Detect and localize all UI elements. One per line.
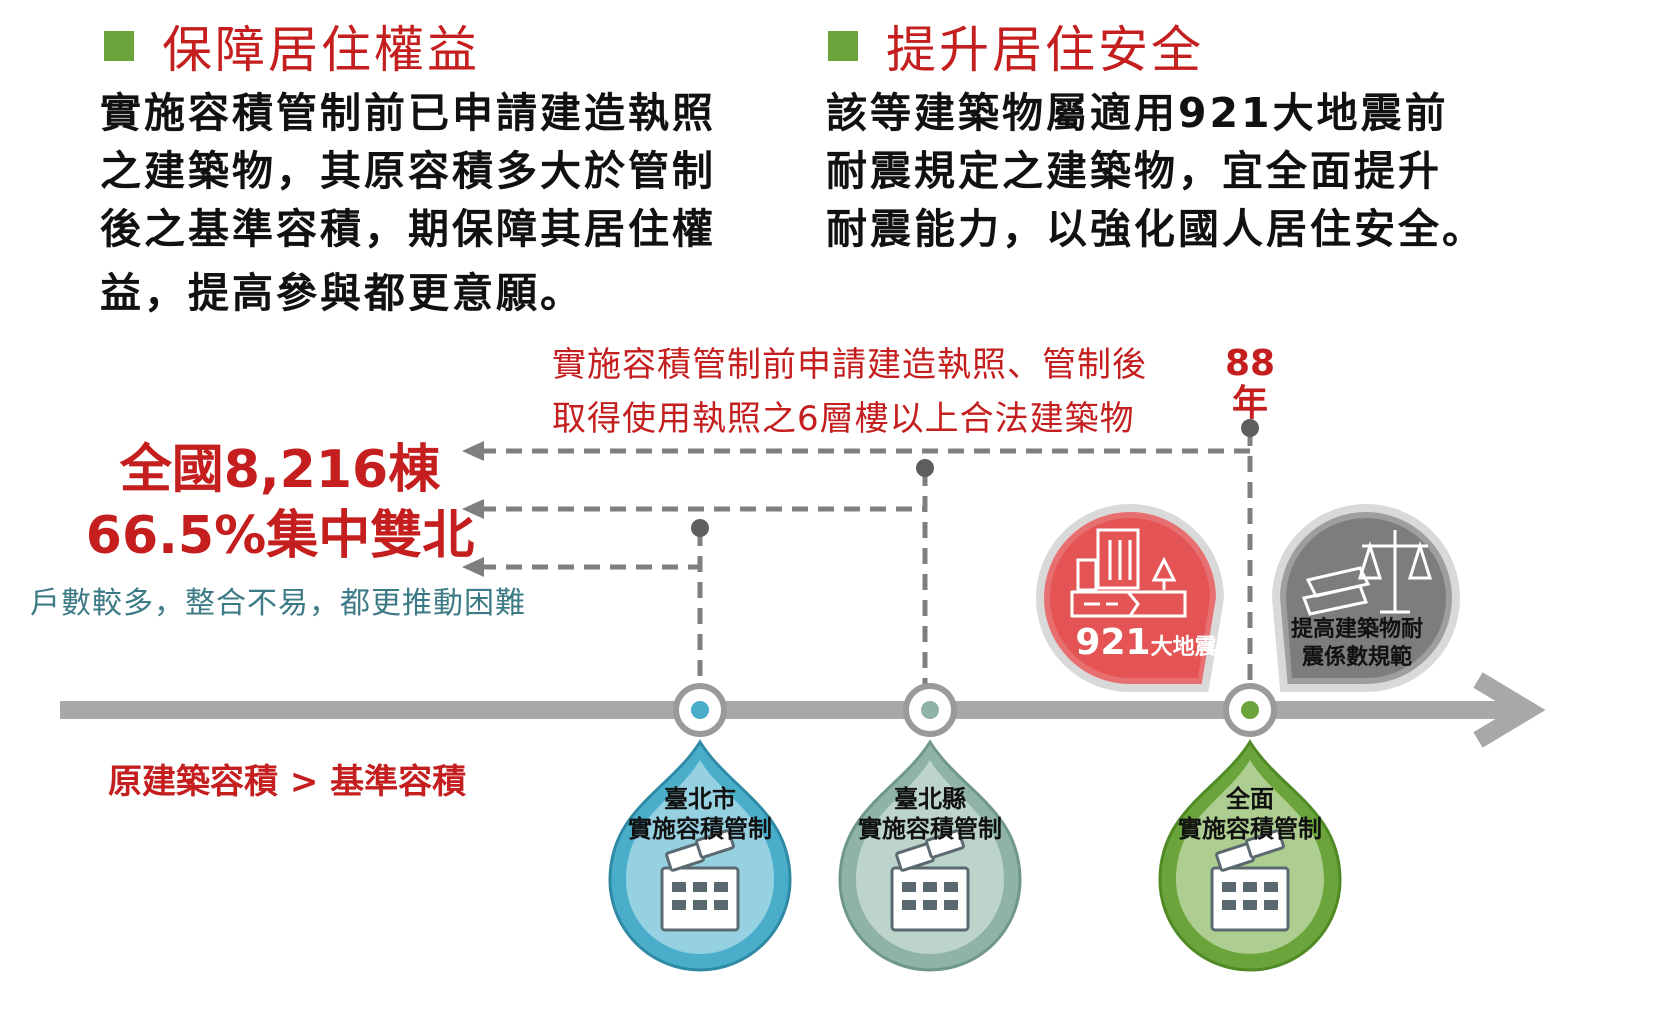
timeline-note-line: 取得使用執照之6層樓以上合法建築物 (552, 399, 1135, 439)
left-body-line: 後之基準容積，期保障其居住權 (100, 205, 716, 253)
timeline-node-taipei-city (673, 683, 727, 737)
left-section-title-text: 保障居住權益 (162, 21, 480, 79)
left-body-line: 實施容積管制前已申請建造執照 (100, 89, 716, 137)
milestone-label-taipei-city: 臺北市 實施容積管制 (600, 784, 800, 844)
seismic-code-line: 震係數規範 (1301, 645, 1412, 670)
earthquake-badge-label: 921大地震 (1066, 622, 1226, 663)
endpoint-dot (691, 519, 709, 537)
left-body-line: 之建築物，其原容積多大於管制 (100, 147, 716, 195)
milestone-place: 臺北縣 (894, 785, 966, 813)
milestone-place: 全面 (1226, 785, 1274, 813)
timeline-node-taipei-county (903, 683, 957, 737)
stats-share: 66.5%集中雙北 (85, 506, 475, 566)
timeline-note: 實施容積管制前申請建造執照、管制後 取得使用執照之6層樓以上合法建築物 (552, 338, 1147, 446)
endpoint-dot (916, 459, 934, 477)
seismic-code-badge (1271, 504, 1460, 693)
arrow-left-icon (462, 557, 484, 577)
volume-ratio-label: 原建築容積 > 基準容積 (108, 762, 467, 802)
arrow-left-icon (462, 499, 484, 519)
scale-and-books-icon (1301, 530, 1433, 616)
right-body-line: 耐震規定之建築物，宜全面提升 (826, 147, 1442, 195)
endpoint-dot (1241, 419, 1259, 437)
seismic-code-badge-label: 提高建築物耐 震係數規範 (1272, 616, 1442, 672)
green-square-icon (104, 31, 134, 61)
right-section-body: 該等建築物屬適用921大地震前 耐震規定之建築物，宜全面提升 耐震能力，以強化國… (826, 84, 1586, 258)
year-88-label: 88 年 (1220, 344, 1280, 424)
milestone-action: 實施容積管制 (858, 815, 1002, 843)
timeline-note-line: 實施容積管制前申請建造執照、管制後 (552, 345, 1147, 385)
timeline-node-nationwide (1223, 683, 1277, 737)
earthquake-badge (1036, 504, 1225, 692)
milestone-action: 實施容積管制 (628, 815, 772, 843)
left-body-line: 益，提高參與都更意願。 (100, 269, 584, 317)
right-section-title-text: 提升居住安全 (886, 21, 1204, 79)
earthquake-number: 921 (1075, 622, 1151, 663)
stats-note: 戶數較多，整合不易，都更推動困難 (30, 586, 526, 621)
timeline-arrow-head (1473, 672, 1546, 748)
right-body-line: 耐震能力，以強化國人居住安全。 (826, 205, 1486, 253)
seismic-code-line: 提高建築物耐 (1290, 617, 1423, 642)
right-body-line: 該等建築物屬適用921大地震前 (826, 89, 1449, 137)
stats-block: 全國8,216棟 66.5%集中雙北 (50, 437, 510, 569)
stats-count: 全國8,216棟 (119, 440, 441, 500)
earthquake-icon (1070, 528, 1187, 618)
milestone-place: 臺北市 (664, 785, 736, 813)
earthquake-text: 大地震 (1150, 635, 1217, 660)
milestone-label-taipei-county: 臺北縣 實施容積管制 (830, 784, 1030, 844)
left-section-body: 實施容積管制前已申請建造執照 之建築物，其原容積多大於管制 後之基準容積，期保障… (100, 84, 760, 322)
milestone-action: 實施容積管制 (1178, 815, 1322, 843)
green-square-icon (828, 31, 858, 61)
year-number: 88 (1224, 343, 1276, 384)
right-section-title: 提升居住安全 (828, 10, 1204, 82)
arrow-left-icon (462, 441, 484, 461)
left-section-title: 保障居住權益 (104, 10, 480, 82)
milestone-label-nationwide: 全面 實施容積管制 (1150, 784, 1350, 844)
year-unit: 年 (1231, 383, 1268, 424)
